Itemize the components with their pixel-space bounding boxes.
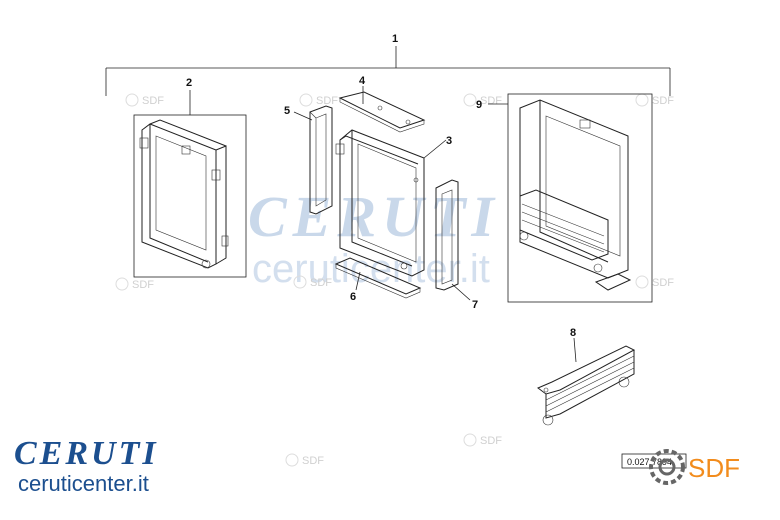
watermark-sdf-7: SDF bbox=[635, 275, 674, 289]
part-3-radiator-core: 3 bbox=[335, 129, 452, 277]
watermark-sdf-3: SDF bbox=[463, 93, 502, 107]
callout-4: 4 bbox=[359, 75, 366, 87]
watermark-brand: CERUTI bbox=[248, 184, 500, 249]
watermark-sdf-8: SDF bbox=[285, 453, 324, 467]
sdf-logo-text: SDF bbox=[688, 453, 740, 483]
watermark-sdf-2: SDF bbox=[299, 93, 338, 107]
watermark-sdf-text: SDF bbox=[142, 95, 164, 107]
callout-8: 8 bbox=[570, 327, 576, 339]
callout-7: 7 bbox=[472, 299, 478, 311]
assembly-bracket: 1 bbox=[105, 33, 671, 96]
part-8-oil-cooler: 8 bbox=[537, 327, 636, 426]
watermark-sdf-text: SDF bbox=[652, 95, 674, 107]
watermark-sdf-text: SDF bbox=[480, 95, 502, 107]
callout-3: 3 bbox=[446, 135, 452, 147]
watermark-sdf-6: SDF bbox=[293, 275, 332, 289]
watermark-sdf-1: SDF bbox=[125, 93, 164, 107]
watermark-site: ceruticenter.it bbox=[252, 247, 490, 291]
callout-9: 9 bbox=[476, 99, 482, 111]
part-2-radiator: 2 bbox=[133, 77, 247, 278]
watermark-sdf-text: SDF bbox=[310, 277, 332, 289]
part-6-bottom-plate: 6 bbox=[334, 257, 422, 303]
watermark-layer: CERUTI ceruticenter.it SDF SDF SDF SDF S… bbox=[115, 93, 674, 467]
part-7-side-plate: 7 bbox=[435, 179, 478, 311]
footer-site: ceruticenter.it bbox=[18, 471, 149, 496]
footer-sdf-logo: SDF bbox=[649, 449, 740, 485]
drawing-code-box: 0.027.7894 bbox=[621, 453, 687, 469]
watermark-sdf-4: SDF bbox=[635, 93, 674, 107]
watermark-sdf-9: SDF bbox=[463, 433, 502, 447]
callout-6: 6 bbox=[350, 291, 356, 303]
callout-1: 1 bbox=[392, 33, 398, 45]
part-5-side-panel: 5 bbox=[284, 105, 333, 215]
drawing-code: 0.027.7894 bbox=[627, 457, 672, 467]
watermark-sdf-text: SDF bbox=[316, 95, 338, 107]
watermark-sdf-text: SDF bbox=[302, 455, 324, 467]
gear-icon bbox=[649, 449, 685, 485]
watermark-sdf-text: SDF bbox=[132, 279, 154, 291]
callout-2: 2 bbox=[186, 77, 192, 89]
footer-brand: CERUTI bbox=[14, 435, 159, 472]
watermark-sdf-text: SDF bbox=[652, 277, 674, 289]
callout-5: 5 bbox=[284, 105, 290, 117]
part-4-top-plate: 4 bbox=[338, 75, 426, 133]
part-9-assembly: 9 bbox=[476, 93, 653, 303]
watermark-sdf-text: SDF bbox=[480, 435, 502, 447]
watermark-sdf-5: SDF bbox=[115, 277, 154, 291]
footer-ceruti-logo: CERUTI ceruticenter.it bbox=[14, 435, 159, 496]
